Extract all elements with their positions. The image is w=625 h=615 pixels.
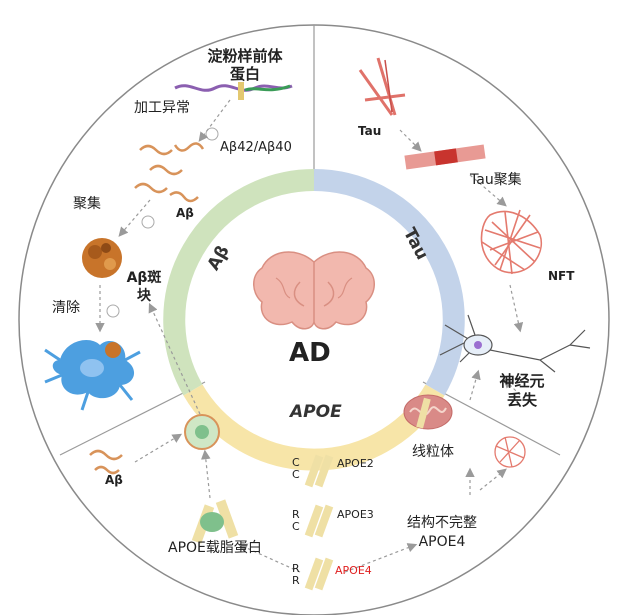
divider-left xyxy=(59,381,206,456)
clearance-label: 清除 xyxy=(52,300,80,316)
membrane-marker xyxy=(238,82,244,100)
ring-label-apoe: APOE xyxy=(290,402,342,422)
nft-tangle-icon xyxy=(480,209,542,275)
abeta-arrows xyxy=(95,99,231,426)
abeta-monomer-label: Aβ xyxy=(176,206,194,220)
apoe-plaque-icon xyxy=(184,414,220,450)
incomplete-apoe4-label: 结构不完整APOE4 xyxy=(407,515,477,550)
apoe4-label: APOE4 xyxy=(335,564,372,577)
apoe4-residue-1: R xyxy=(292,562,300,575)
apoe-isoform-icons xyxy=(304,454,334,591)
apoe-lipoprotein-icon xyxy=(191,499,239,544)
precursor-segment xyxy=(244,84,291,92)
tau-fibril-icon xyxy=(358,57,406,116)
abeta-fibril-icon xyxy=(89,449,123,475)
abeta-monomers xyxy=(134,142,205,203)
tau-label: Tau xyxy=(358,124,382,138)
minus-symbol xyxy=(106,304,120,318)
plus-symbol xyxy=(141,215,155,229)
precursor-protein-label: 淀粉样前体蛋白 xyxy=(207,47,283,83)
microglia-cell-icon xyxy=(44,340,141,411)
apoe-abeta-label: Aβ xyxy=(105,473,123,487)
apoe3-residue-1: R xyxy=(292,508,300,521)
tau-aggregation-label: Tau聚集 xyxy=(470,172,522,188)
aggregation-label: 聚集 xyxy=(73,196,101,212)
mitochondria-label: 线粒体 xyxy=(412,444,454,460)
apoe3-label: APOE3 xyxy=(337,508,374,521)
ring-segment-abeta xyxy=(163,169,315,396)
mitochondria-icon xyxy=(403,394,453,430)
neuron-loss-label: 神经元丢失 xyxy=(499,372,545,409)
apoe-arrows xyxy=(134,433,507,573)
neuron-icon xyxy=(439,314,591,373)
apoe2-label: APOE2 xyxy=(337,457,374,470)
precursor-protein-strand xyxy=(174,84,293,92)
abeta-aggregate xyxy=(82,238,122,278)
apoe3-residue-2: C xyxy=(292,520,300,533)
brain-icon xyxy=(253,251,375,330)
tau-tangle-small-icon xyxy=(494,436,526,468)
tau-bundle-icon xyxy=(404,144,486,170)
nft-label: NFT xyxy=(548,269,575,283)
abeta-plaque-label: Aβ斑块 xyxy=(126,270,162,304)
processing-label: 加工异常 xyxy=(134,100,190,116)
ring-segment-tau xyxy=(313,169,465,396)
ratio-label: Aβ42/Aβ40 xyxy=(220,140,292,155)
apoe-lipoprotein-label: APOE载脂蛋白 xyxy=(168,540,262,556)
divider-right xyxy=(422,381,561,456)
apoe2-residue-2: C xyxy=(292,468,300,481)
apoe2-residue-1: C xyxy=(292,456,300,469)
apoe4-residue-2: R xyxy=(292,574,300,587)
tau-arrows xyxy=(399,129,524,401)
center-label: AD xyxy=(289,338,331,368)
